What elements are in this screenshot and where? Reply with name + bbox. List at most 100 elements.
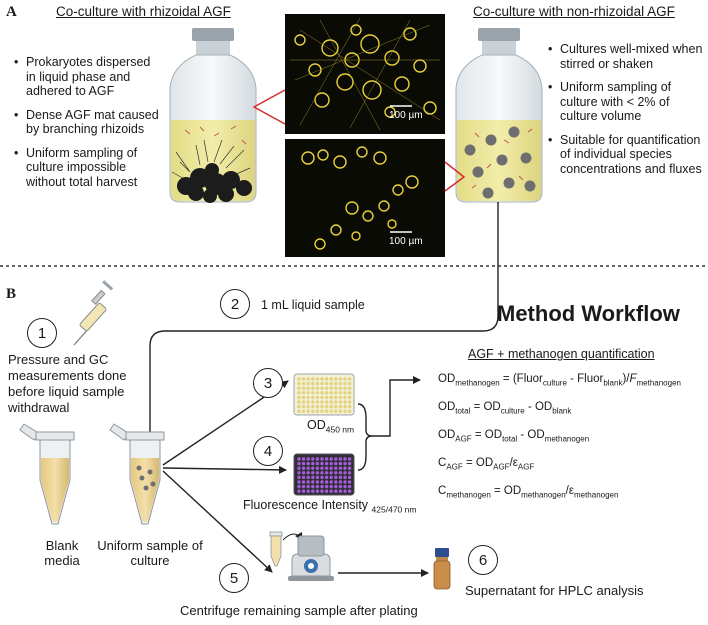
plate-well bbox=[315, 484, 320, 489]
plate-well bbox=[320, 489, 324, 493]
plate-well bbox=[329, 391, 333, 395]
plate-well bbox=[315, 400, 320, 404]
plate-well bbox=[338, 391, 343, 395]
left-bullet-2: Dense AGF mat caused by branching rhizoi… bbox=[14, 108, 160, 137]
plate-well bbox=[306, 409, 310, 413]
equation-od-methanogen: ODmethanogen = (Fluorculture - Fluorblan… bbox=[438, 373, 681, 388]
plate-well bbox=[334, 391, 338, 395]
plate-well bbox=[338, 395, 343, 400]
plate-well bbox=[347, 409, 352, 413]
plate-well bbox=[315, 404, 320, 409]
plate-well bbox=[306, 391, 310, 395]
plate-well bbox=[347, 475, 352, 480]
right-bullet-list: Cultures well-mixed when stirred or shak… bbox=[548, 42, 706, 185]
plate-well bbox=[324, 381, 329, 386]
plate-well bbox=[329, 466, 333, 470]
plate-well bbox=[347, 377, 352, 381]
plate-well bbox=[320, 391, 324, 395]
panel-a-letter: A bbox=[6, 4, 17, 20]
plate-well bbox=[329, 475, 333, 480]
plate-well bbox=[334, 395, 338, 400]
plate-well bbox=[315, 377, 320, 381]
step-1-label: Pressure and GC measurements done before… bbox=[8, 352, 127, 415]
left-bullet-list: Prokaryotes dispersed in liquid phase an… bbox=[14, 55, 160, 198]
plate-well bbox=[324, 391, 329, 395]
equation-c-methanogen: Cmethanogen = ODmethanogen/εmethanogen bbox=[438, 485, 619, 500]
plate-well bbox=[334, 386, 338, 390]
plate-well bbox=[301, 484, 306, 489]
equation-od-total: ODtotal = ODculture - ODblank bbox=[438, 401, 572, 416]
plate-well bbox=[315, 381, 320, 386]
plate-well bbox=[320, 475, 324, 480]
plate-well bbox=[315, 480, 320, 484]
plate-well bbox=[297, 395, 301, 400]
right-bullet-3: Suitable for quantification of individua… bbox=[548, 133, 706, 177]
plate-well bbox=[343, 480, 347, 484]
plate-well bbox=[315, 461, 320, 466]
plate-well bbox=[311, 457, 315, 461]
plate-well bbox=[347, 395, 352, 400]
step-4-label: Fluorescence Intensity 425/470 nm bbox=[243, 498, 416, 518]
plate-well bbox=[297, 466, 301, 470]
plate-well bbox=[320, 395, 324, 400]
plate-well bbox=[347, 461, 352, 466]
step-6-label: Supernatant for HPLC analysis bbox=[465, 583, 644, 598]
plate-well bbox=[301, 386, 306, 390]
plate-well bbox=[301, 377, 306, 381]
plate-well bbox=[320, 400, 324, 404]
plate-well bbox=[329, 409, 333, 413]
plate-well bbox=[320, 404, 324, 409]
plate-well bbox=[315, 391, 320, 395]
plate-well bbox=[343, 461, 347, 466]
plate-well bbox=[338, 377, 343, 381]
culture-sample-tube bbox=[109, 423, 165, 525]
plate-well bbox=[315, 395, 320, 400]
fluorescence-plate-icon bbox=[293, 453, 355, 496]
plate-well bbox=[301, 381, 306, 386]
plate-well bbox=[297, 404, 301, 409]
plate-well bbox=[320, 386, 324, 390]
plate-well bbox=[311, 480, 315, 484]
plate-well bbox=[324, 466, 329, 470]
plate-well bbox=[315, 457, 320, 461]
step-1-circle: 1 bbox=[27, 318, 57, 348]
plate-well bbox=[347, 466, 352, 470]
plate-well bbox=[338, 381, 343, 386]
od-plate-icon bbox=[293, 373, 355, 416]
plate-well bbox=[324, 475, 329, 480]
hplc-vial-icon bbox=[433, 548, 451, 590]
plate-well bbox=[297, 475, 301, 480]
plate-well bbox=[324, 484, 329, 489]
plate-well bbox=[338, 404, 343, 409]
plate-well bbox=[329, 484, 333, 489]
plate-well bbox=[343, 489, 347, 493]
plate-well bbox=[306, 471, 310, 475]
plate-well bbox=[343, 404, 347, 409]
plate-well bbox=[301, 395, 306, 400]
plate-well bbox=[306, 381, 310, 386]
left-title: Co-culture with rhizoidal AGF bbox=[56, 4, 231, 19]
plate-well bbox=[297, 400, 301, 404]
plate-well bbox=[347, 457, 352, 461]
plate-well bbox=[347, 381, 352, 386]
plate-well bbox=[320, 457, 324, 461]
quantification-title: AGF + methanogen quantification bbox=[468, 347, 655, 361]
plate-well bbox=[297, 409, 301, 413]
step-3-label: OD450 nm bbox=[307, 418, 354, 438]
plate-well bbox=[306, 475, 310, 480]
plate-well bbox=[334, 484, 338, 489]
plate-well bbox=[301, 475, 306, 480]
plate-well bbox=[297, 480, 301, 484]
uniform-sample-label: Uniform sample of culture bbox=[97, 538, 203, 568]
scale-bar-label-bottom: 100 µm bbox=[389, 236, 423, 247]
plate-well bbox=[334, 466, 338, 470]
plate-well bbox=[301, 466, 306, 470]
plate-well bbox=[315, 471, 320, 475]
plate-well bbox=[315, 386, 320, 390]
plate-well bbox=[297, 489, 301, 493]
plate-well bbox=[338, 484, 343, 489]
plate-well bbox=[320, 484, 324, 489]
plate-well bbox=[334, 489, 338, 493]
plate-well bbox=[343, 391, 347, 395]
